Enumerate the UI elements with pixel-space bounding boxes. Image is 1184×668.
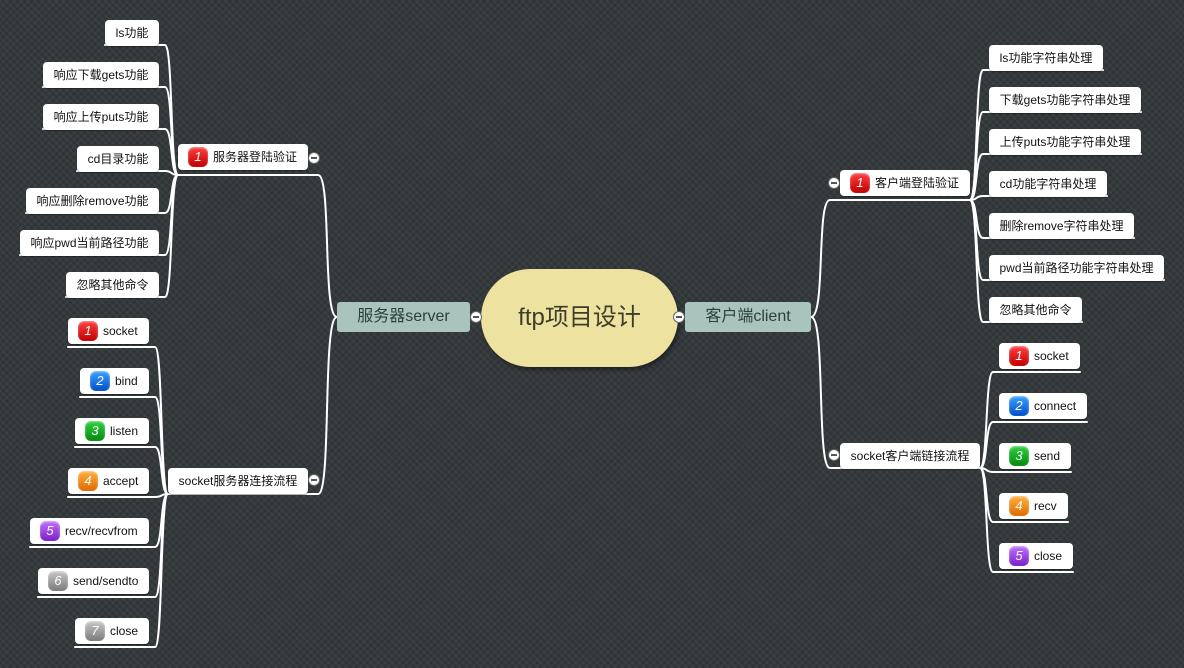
connector-server-flow-step	[74, 493, 169, 648]
connector-client-flow-step	[979, 421, 1088, 469]
client-step-label: close	[1034, 549, 1063, 563]
server-step-label: close	[110, 624, 139, 638]
server-login-item[interactable]: 响应上传puts功能	[43, 104, 159, 130]
server-step[interactable]: 7 close	[75, 618, 149, 644]
priority-5-icon: 5	[1009, 546, 1029, 566]
connector-server-flow-step	[67, 493, 169, 498]
priority-3-icon: 3	[1009, 446, 1029, 466]
server-login-item[interactable]: ls功能	[105, 20, 159, 46]
client-step-label: socket	[1034, 349, 1069, 363]
connector-client-flow	[810, 316, 981, 469]
server-step[interactable]: 3 listen	[75, 418, 149, 444]
client-step-label: recv	[1034, 499, 1057, 513]
server-login-item[interactable]: 响应下载gets功能	[43, 62, 159, 88]
collapse-client-toggle[interactable]	[673, 311, 685, 323]
server-flow-topic[interactable]: socket服务器连接流程	[168, 468, 308, 494]
connector-client-flow-step	[979, 467, 1074, 573]
connector-server-login	[177, 174, 338, 318]
connector-server-login-item	[42, 128, 179, 176]
client-login-item[interactable]: pwd当前路径功能字符串处理	[989, 255, 1164, 281]
priority-4-icon: 4	[1009, 496, 1029, 516]
server-step-label: listen	[110, 424, 139, 438]
connector-client-login-item	[969, 199, 1083, 323]
client-step[interactable]: 5 close	[999, 543, 1073, 569]
client-step[interactable]: 3 send	[999, 443, 1071, 469]
server-login-item[interactable]: cd目录功能	[77, 146, 159, 172]
client-login-item[interactable]: 下载gets功能字符串处理	[989, 87, 1141, 113]
client-login-item[interactable]: ls功能字符串处理	[989, 45, 1103, 71]
connector-server-flow-step	[74, 446, 169, 495]
server-step-label: socket	[103, 324, 138, 338]
priority-7-icon: 7	[85, 621, 105, 641]
client-step-label: connect	[1034, 399, 1077, 413]
priority-2-icon: 2	[1009, 396, 1029, 416]
client-login-label: 客户端登陆验证	[875, 176, 960, 190]
priority-2-icon: 2	[90, 371, 110, 391]
server-step-label: bind	[115, 374, 138, 388]
server-step[interactable]: 4 accept	[68, 468, 149, 494]
server-login-topic[interactable]: 1 服务器登陆验证	[178, 144, 308, 170]
client-step[interactable]: 4 recv	[999, 493, 1068, 519]
priority-1-icon: 1	[188, 147, 208, 167]
collapse-server-login-toggle[interactable]	[308, 152, 320, 164]
client-step[interactable]: 2 connect	[999, 393, 1087, 419]
priority-1-icon: 1	[850, 173, 870, 193]
priority-4-icon: 4	[78, 471, 98, 491]
collapse-server-toggle[interactable]	[470, 311, 482, 323]
client-flow-topic[interactable]: socket客户端链接流程	[840, 443, 980, 469]
server-login-item[interactable]: 响应pwd当前路径功能	[20, 230, 159, 256]
server-login-item[interactable]: 响应删除remove功能	[26, 188, 159, 214]
server-login-label: 服务器登陆验证	[213, 150, 298, 164]
client-login-item[interactable]: 删除remove字符串处理	[989, 213, 1134, 239]
server-step-label: accept	[103, 474, 139, 488]
server-step[interactable]: 6 send/sendto	[38, 568, 149, 594]
client-step-label: send	[1034, 449, 1061, 463]
server-step[interactable]: 2 bind	[80, 368, 149, 394]
connector-client-login-item	[969, 153, 1142, 201]
connector-client-login	[810, 199, 971, 318]
collapse-client-flow-toggle[interactable]	[828, 449, 840, 461]
priority-6-icon: 6	[48, 571, 68, 591]
client-login-item[interactable]: 上传puts功能字符串处理	[989, 129, 1141, 155]
client-login-topic[interactable]: 1 客户端登陆验证	[840, 170, 970, 196]
priority-5-icon: 5	[40, 521, 60, 541]
collapse-server-flow-toggle[interactable]	[308, 474, 320, 486]
priority-1-icon: 1	[1009, 346, 1029, 366]
priority-3-icon: 3	[85, 421, 105, 441]
server-step-label: recv/recvfrom	[65, 524, 138, 538]
client-step[interactable]: 1 socket	[999, 343, 1080, 369]
server-step[interactable]: 1 socket	[68, 318, 149, 344]
central-topic[interactable]: ftp项目设计	[481, 269, 678, 367]
server-login-item[interactable]: 忽略其他命令	[66, 272, 159, 298]
server-branch[interactable]: 服务器server	[337, 302, 470, 332]
client-branch[interactable]: 客户端client	[685, 302, 811, 332]
priority-1-icon: 1	[78, 321, 98, 341]
server-step[interactable]: 5 recv/recvfrom	[30, 518, 149, 544]
collapse-client-login-toggle[interactable]	[828, 177, 840, 189]
connector-server-flow	[167, 316, 338, 495]
connector-server-login-item	[65, 174, 179, 298]
client-login-item[interactable]: 忽略其他命令	[989, 297, 1082, 323]
server-step-label: send/sendto	[73, 574, 139, 588]
client-login-item[interactable]: cd功能字符串处理	[989, 171, 1107, 197]
